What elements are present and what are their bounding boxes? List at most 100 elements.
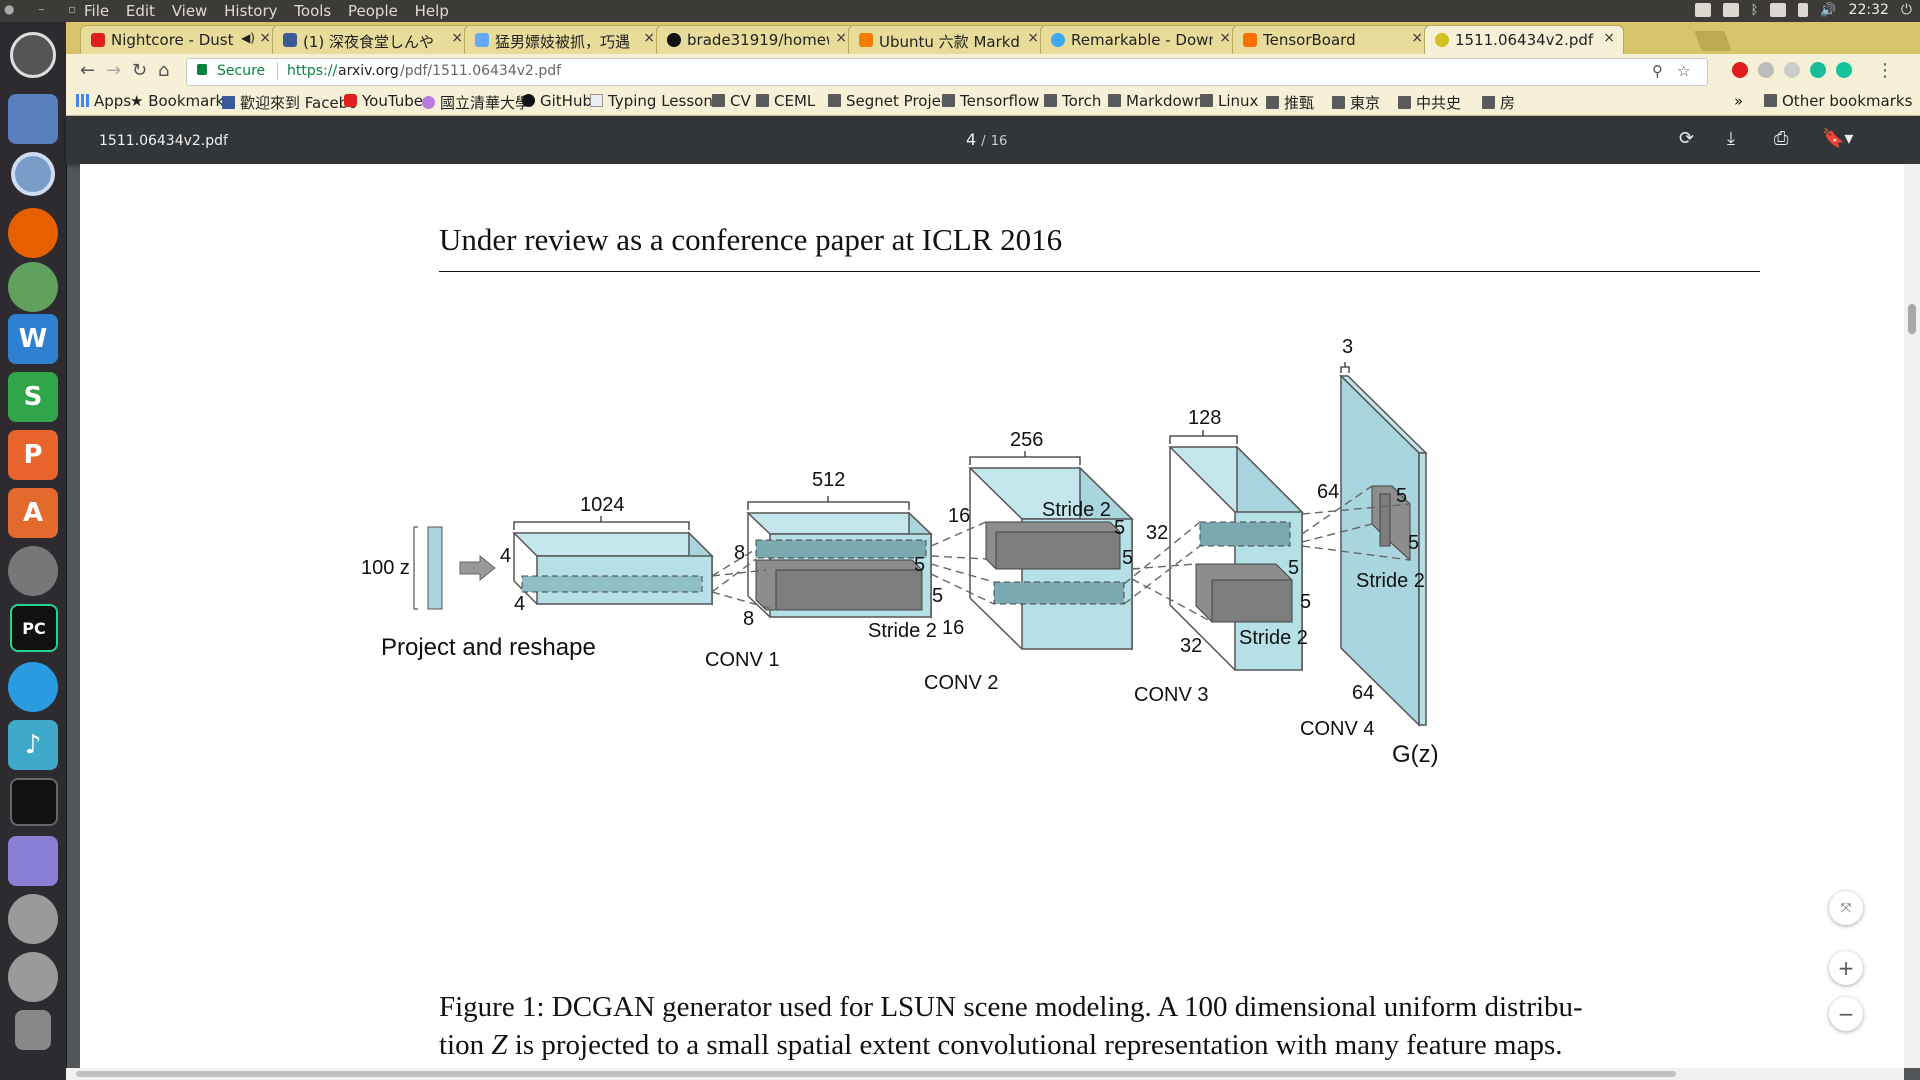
power-icon[interactable]: ⏻ [1900, 2, 1912, 18]
bookmark-folder-fang[interactable]: 房 [1482, 92, 1515, 113]
bookmark-folder-cv[interactable]: CV [712, 92, 751, 110]
tab-1[interactable]: (1) 深夜食堂しんや × [272, 25, 472, 54]
bookmark-apps[interactable]: Apps [76, 92, 131, 110]
tab-2[interactable]: 猛男嫖妓被抓，巧遇 × [464, 25, 664, 54]
menu-tools[interactable]: Tools [294, 2, 332, 20]
extension-icon-2[interactable] [1758, 62, 1774, 78]
menu-kebab-icon[interactable]: ⋮ [1876, 60, 1894, 81]
close-tab-icon[interactable]: × [451, 30, 463, 46]
system-settings-icon[interactable] [8, 546, 58, 596]
window-controls[interactable]: ● – ▫ [4, 2, 87, 16]
menu-people[interactable]: People [348, 2, 398, 20]
bookmark-folder-segnet[interactable]: Segnet Project [828, 92, 955, 110]
pycharm-icon[interactable]: PC [10, 604, 58, 652]
bookmark-folder-markdown[interactable]: Markdown [1108, 92, 1203, 110]
tab-3[interactable]: brade31919/homew × [656, 25, 856, 54]
bookmark-star-icon[interactable]: ☆ [1677, 62, 1691, 80]
bookmark-folder-torch[interactable]: Torch [1044, 92, 1101, 110]
bluetooth-icon[interactable]: ᛒ [1750, 2, 1759, 18]
grammarly-icon[interactable] [1836, 62, 1852, 78]
zoom-icon[interactable]: ⚲ [1652, 62, 1663, 80]
music-icon[interactable]: ♪ [8, 720, 58, 770]
opera-extension-icon[interactable] [1732, 62, 1748, 78]
battery-icon[interactable] [1798, 3, 1809, 17]
menu-view[interactable]: View [171, 2, 208, 20]
address-bar[interactable]: Secure https:// arxiv.org /pdf/1511.0643… [186, 58, 1708, 86]
menu-file[interactable]: File [84, 2, 110, 20]
dropbox-icon[interactable] [1722, 3, 1739, 17]
software-updater-icon[interactable] [8, 262, 58, 312]
ubuntu-dash-icon[interactable] [10, 32, 56, 78]
bookmarks-overflow-button[interactable]: » [1734, 92, 1744, 110]
total-pages: 16 [990, 134, 1008, 149]
rotate-icon[interactable]: ⟳ [1679, 128, 1695, 149]
trash-icon[interactable] [15, 1010, 51, 1050]
bookmark-bookmarks[interactable]: ★ Bookmarks [130, 92, 232, 110]
bookmark-menu-icon[interactable]: 🔖▾ [1822, 128, 1854, 149]
close-tab-icon[interactable]: × [643, 30, 655, 46]
tab-5[interactable]: Remarkable - Down × [1040, 25, 1240, 54]
bookmark-folder-ceml[interactable]: CEML [756, 92, 815, 110]
mail-icon[interactable] [1770, 3, 1787, 17]
zoom-out-button[interactable]: − [1829, 997, 1863, 1031]
clock[interactable]: 22:32 [1848, 2, 1889, 18]
workspace-indicator-icon[interactable] [1694, 3, 1711, 17]
bookmark-github[interactable]: GitHub [522, 92, 592, 110]
bookmark-nthu[interactable]: 國立清華大學 [422, 92, 530, 113]
current-page[interactable]: 4 [966, 130, 977, 149]
bookmark-facebook[interactable]: 歡迎來到 Facebo [222, 92, 357, 113]
extension-icon-4[interactable] [1810, 62, 1826, 78]
terminal-icon[interactable] [10, 778, 58, 826]
home-icon[interactable]: ⌂ [158, 60, 170, 81]
page-indicator[interactable]: 4 / 16 [966, 130, 1007, 149]
back-arrow-icon[interactable]: ← [80, 60, 96, 81]
disk-icon[interactable] [8, 894, 58, 944]
tab-0[interactable]: Nightcore - Dust ◀) × [80, 25, 280, 54]
volume-icon[interactable]: 🔊 [1820, 2, 1837, 18]
folder-icon [942, 94, 955, 107]
bookmark-youtube[interactable]: YouTube [344, 92, 423, 110]
close-tab-icon[interactable]: × [1219, 30, 1231, 46]
firefox-icon[interactable] [8, 208, 58, 258]
bookmark-folder-tuizhen[interactable]: 推甄 [1266, 92, 1314, 113]
bookmark-other[interactable]: Other bookmarks [1764, 92, 1912, 110]
wps-presentation-icon[interactable]: P [8, 430, 58, 480]
zoom-in-button[interactable]: + [1829, 951, 1863, 985]
print-icon[interactable]: ⎙ [1774, 128, 1789, 149]
horizontal-scroll-thumb[interactable] [76, 1071, 1676, 1077]
close-tab-icon[interactable]: × [1411, 30, 1423, 46]
disk-icon-2[interactable] [8, 952, 58, 1002]
reload-icon[interactable]: ↻ [132, 60, 148, 81]
software-center-icon[interactable]: A [8, 488, 58, 538]
vertical-scroll-thumb[interactable] [1908, 304, 1916, 334]
download-icon[interactable]: ⤓ [1727, 128, 1735, 149]
close-tab-icon[interactable]: × [259, 30, 271, 46]
bookmark-folder-linux[interactable]: Linux [1200, 92, 1258, 110]
close-tab-icon[interactable]: × [835, 30, 847, 46]
close-tab-icon[interactable]: × [1027, 30, 1039, 46]
menu-history[interactable]: History [224, 2, 278, 20]
menu-edit[interactable]: Edit [125, 2, 155, 20]
tab-4[interactable]: Ubuntu 六款 Markd × [848, 25, 1048, 54]
wps-spreadsheets-icon[interactable]: S [8, 372, 58, 422]
workspace-switcher-icon[interactable] [8, 836, 58, 886]
wps-writer-icon[interactable]: W [8, 314, 58, 364]
bookmark-folder-ccp-history[interactable]: 中共史 [1398, 92, 1461, 113]
horizontal-scrollbar[interactable] [66, 1068, 1904, 1080]
remarkable-icon[interactable] [8, 662, 58, 712]
tab-7[interactable]: 1511.06434v2.pdf × [1424, 25, 1624, 54]
bookmark-typing-lessons[interactable]: Typing Lessons [590, 92, 721, 110]
bookmark-folder-tensorflow[interactable]: Tensorflow [942, 92, 1039, 110]
fit-to-page-button[interactable]: ⤧ [1829, 891, 1863, 925]
close-tab-icon[interactable]: × [1603, 30, 1615, 46]
menu-help[interactable]: Help [414, 2, 449, 20]
tab-6[interactable]: TensorBoard × [1232, 25, 1432, 54]
bookmark-folder-tokyo[interactable]: 東京 [1332, 92, 1380, 113]
forward-arrow-icon[interactable]: → [106, 60, 122, 81]
files-icon[interactable] [8, 94, 58, 144]
chromium-icon[interactable] [11, 152, 55, 196]
vertical-scrollbar[interactable] [1904, 164, 1920, 1068]
extension-icon-3[interactable] [1784, 62, 1800, 78]
new-tab-button[interactable] [1694, 31, 1732, 51]
audio-playing-icon[interactable]: ◀) [241, 31, 255, 45]
